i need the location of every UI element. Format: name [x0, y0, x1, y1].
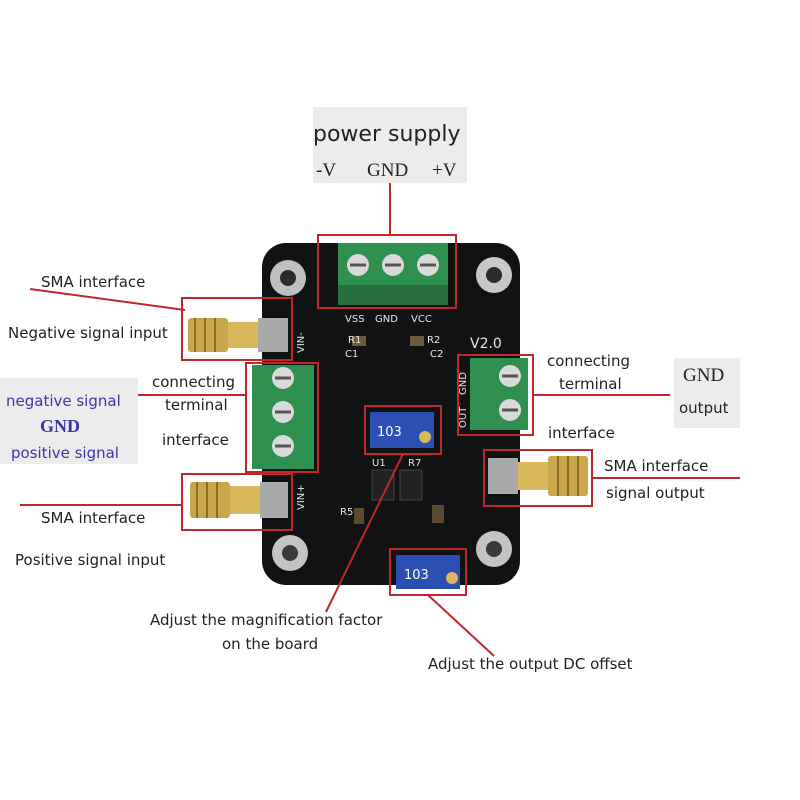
sma-connector-top-left	[188, 318, 288, 352]
smd-part	[352, 336, 366, 346]
label-magnification-2: on the board	[222, 635, 319, 653]
leader-lines	[20, 182, 740, 657]
silk-vss: VSS	[345, 314, 365, 325]
silk-c1: C1	[345, 349, 358, 360]
mount-hole-top-right	[476, 257, 512, 293]
power-gnd: GND	[367, 160, 409, 181]
input-terminal	[252, 365, 314, 469]
power-plus: +V	[432, 160, 457, 181]
label-sma-top: SMA interface	[41, 273, 146, 291]
box-power-terminal	[317, 234, 457, 309]
label-interface: interface	[162, 431, 229, 449]
label-terminal-right: terminal	[559, 375, 622, 393]
mount-hole-bottom-left	[272, 535, 308, 571]
silk-c2: C2	[430, 349, 443, 360]
box-input-terminal	[245, 362, 319, 473]
pot-text-gain: 103	[377, 425, 402, 440]
ic-chip	[399, 469, 423, 501]
power-terminal	[338, 243, 448, 305]
label-signal-output: signal output	[606, 484, 705, 502]
label-sma-bottom: SMA interface	[41, 509, 146, 527]
power-minus: -V	[316, 160, 337, 181]
ic-chip	[371, 469, 395, 501]
sma-connector-right	[488, 456, 588, 496]
smd-part	[410, 336, 424, 346]
label-neg-input: Negative signal input	[8, 324, 168, 342]
label-connecting: connecting	[152, 373, 235, 391]
gain-potentiometer	[370, 412, 434, 448]
silk-r1: R1	[348, 335, 361, 346]
output-terminal	[470, 358, 528, 430]
power-label-box	[313, 107, 467, 183]
input-signal-box	[0, 378, 138, 464]
label-gnd-right: GND	[683, 365, 725, 386]
label-terminal: terminal	[165, 396, 228, 414]
label-magnification-1: Adjust the magnification factor	[150, 611, 383, 629]
silk-vin-minus: VIN-	[296, 332, 307, 353]
power-title: power supply	[313, 122, 461, 147]
silk-out: OUT	[458, 406, 469, 428]
label-neg-signal: negative signal	[6, 392, 121, 410]
silk-gnd-right: GND	[458, 372, 469, 395]
label-pos-input: Positive signal input	[15, 551, 166, 569]
silk-vin-plus: VIN+	[296, 484, 307, 510]
silk-gnd: GND	[375, 314, 398, 325]
pot-text-offset: 103	[404, 568, 429, 583]
box-sma-bottom	[181, 473, 293, 531]
label-output: output	[679, 399, 729, 417]
label-interface-right: interface	[548, 424, 615, 442]
silk-v20: V2.0	[470, 336, 502, 352]
sma-connector-bottom-left	[190, 482, 288, 518]
label-pos-signal: positive signal	[11, 444, 119, 462]
output-box	[674, 358, 740, 428]
mount-hole-top-left	[270, 260, 306, 296]
mount-hole-bottom-right	[476, 531, 512, 567]
smd-part	[354, 508, 364, 524]
label-offset: Adjust the output DC offset	[428, 655, 633, 673]
silk-r5: R5	[340, 507, 353, 518]
label-sma-right: SMA interface	[604, 457, 709, 475]
silk-r7: R7	[408, 458, 421, 469]
label-gnd-left: GND	[40, 416, 80, 436]
silk-vcc: VCC	[411, 314, 432, 325]
silk-r2: R2	[427, 335, 440, 346]
box-sma-top	[181, 297, 293, 361]
label-connecting-right: connecting	[547, 352, 630, 370]
smd-part	[432, 505, 444, 523]
silk-u1: U1	[372, 458, 386, 469]
offset-potentiometer	[396, 555, 460, 589]
